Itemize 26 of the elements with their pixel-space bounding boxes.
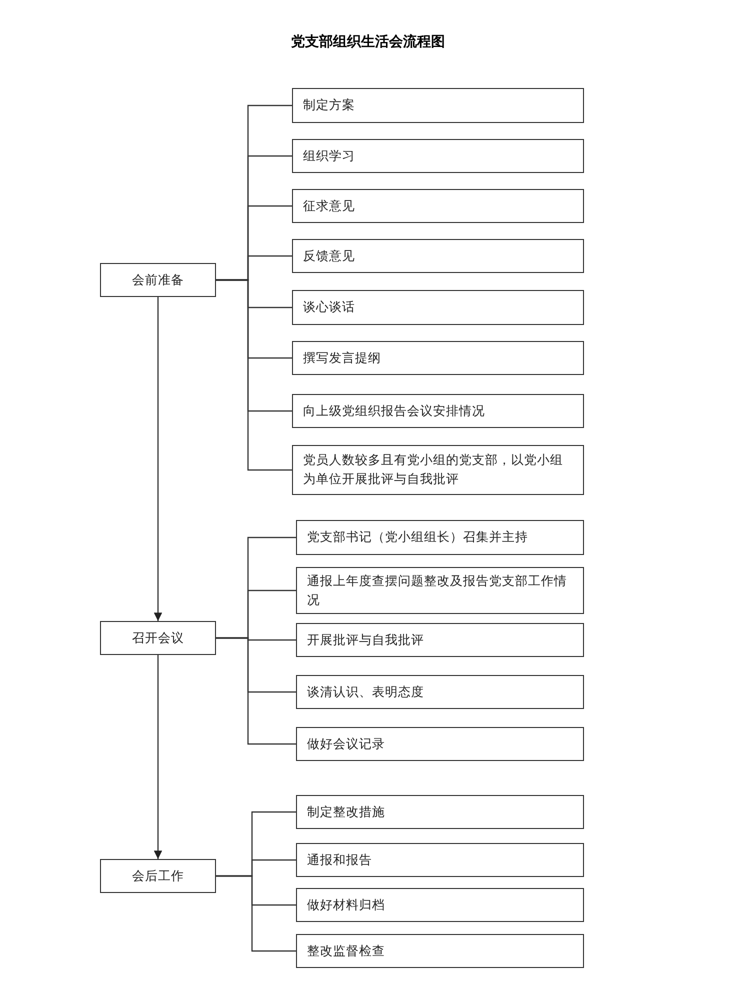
step-box: 通报和报告 (296, 843, 584, 877)
connector-line (216, 279, 292, 471)
step-box: 制定方案 (292, 88, 584, 123)
step-box: 向上级党组织报告会议安排情况 (292, 394, 584, 428)
connector-line (216, 637, 296, 745)
step-box: 征求意见 (292, 189, 584, 223)
connector-line (216, 875, 296, 952)
stage-box: 会后工作 (100, 859, 216, 893)
step-box: 谈清认识、表明态度 (296, 675, 584, 709)
step-box: 做好会议记录 (296, 727, 584, 761)
step-box: 撰写发言提纲 (292, 341, 584, 375)
step-box: 整改监督检查 (296, 934, 584, 968)
step-box: 党支部书记（党小组组长）召集并主持 (296, 520, 584, 555)
step-box: 通报上年度查摆问题整改及报告党支部工作情况 (296, 567, 584, 614)
title: 党支部组织生活会流程图 (290, 33, 446, 51)
arrow (154, 655, 162, 859)
stage-box: 会前准备 (100, 263, 216, 297)
step-box: 开展批评与自我批评 (296, 623, 584, 657)
step-box: 谈心谈话 (292, 290, 584, 325)
arrow (154, 297, 162, 621)
step-box: 制定整改措施 (296, 795, 584, 829)
step-box: 党员人数较多且有党小组的党支部，以党小组为单位开展批评与自我批评 (292, 445, 584, 495)
step-box: 反馈意见 (292, 239, 584, 273)
step-box: 做好材料归档 (296, 888, 584, 922)
stage-box: 召开会议 (100, 621, 216, 655)
step-box: 组织学习 (292, 139, 584, 173)
